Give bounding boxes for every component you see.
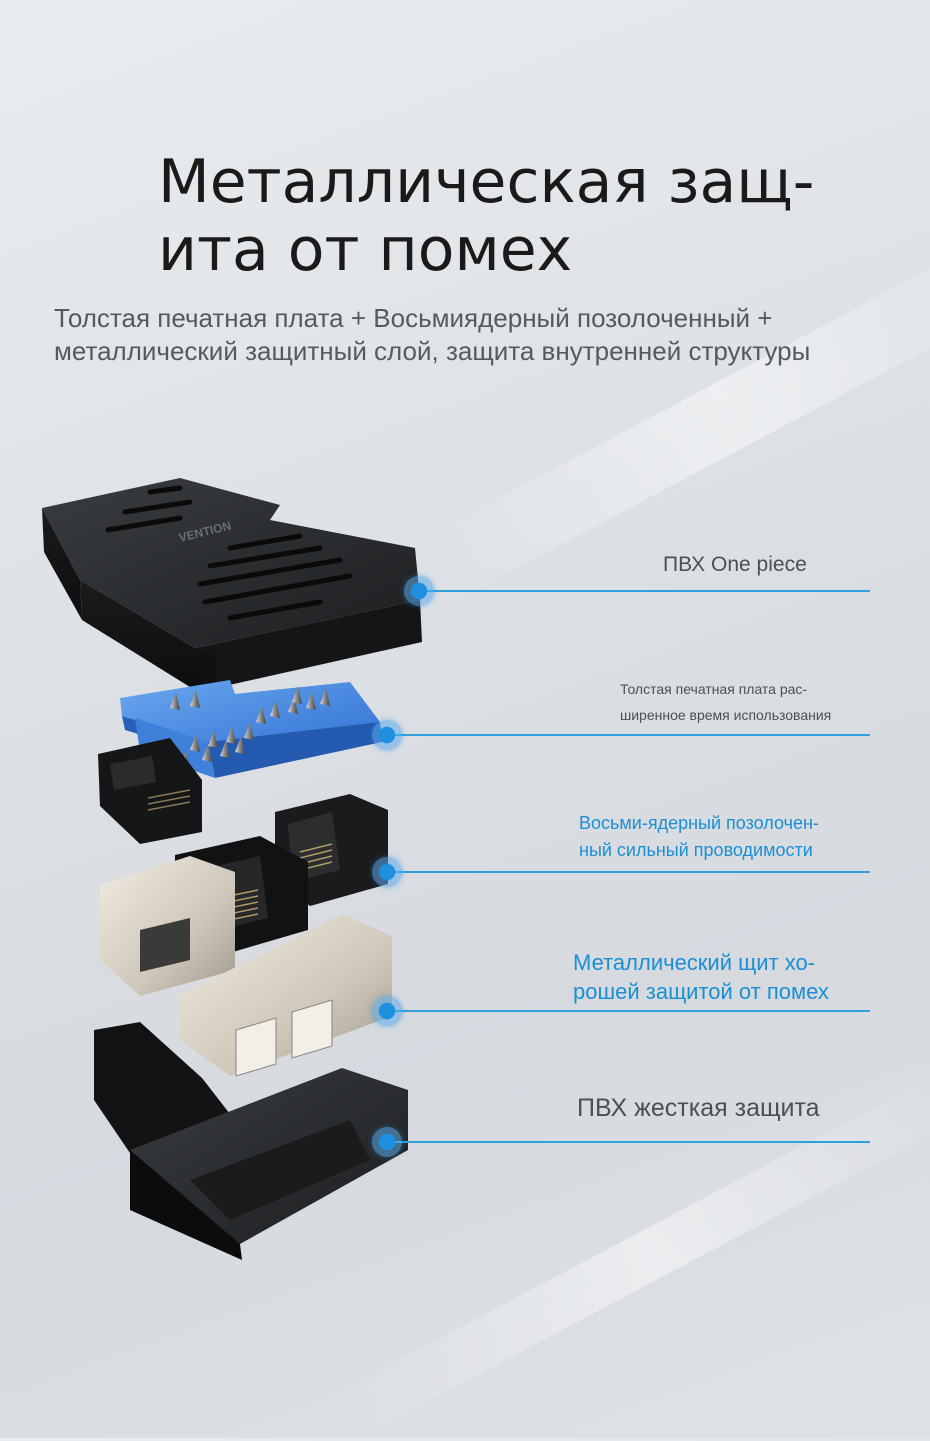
callout-line-pcb bbox=[388, 734, 870, 736]
callout-line-gold-pins bbox=[388, 871, 870, 873]
callout-label-metal-shield: Металлический щит хо- рошей защитой от п… bbox=[573, 950, 829, 1004]
page-subtitle: Толстая печатная плата + Восьмиядерный п… bbox=[54, 303, 811, 366]
callout-dot-icon bbox=[372, 720, 402, 750]
callout-dot-icon bbox=[372, 857, 402, 887]
callout-dot-icon bbox=[372, 1127, 402, 1157]
callout-line-pvc-one-piece bbox=[420, 590, 870, 592]
callout-line-metal-shield bbox=[388, 1010, 870, 1012]
callout-label-pcb: Толстая печатная плата рас- ширенное вре… bbox=[620, 681, 832, 723]
page-title: Металлическая защ- ита от помех bbox=[158, 147, 815, 285]
callout-dot-icon bbox=[372, 996, 402, 1026]
callout-label-pvc-one-piece: ПВХ One piece bbox=[663, 553, 807, 576]
callout-line-pvc-hard bbox=[388, 1141, 870, 1143]
callout-dot-icon bbox=[404, 576, 434, 606]
exploded-connector-illustration: VENTION bbox=[42, 478, 422, 1260]
metal-shields bbox=[100, 856, 392, 1077]
bottom-case bbox=[94, 1022, 408, 1260]
top-cover: VENTION bbox=[42, 478, 422, 716]
callout-label-gold-pins: Восьми-ядерный позолочен- ный сильный пр… bbox=[579, 813, 819, 860]
callout-label-pvc-hard: ПВХ жесткая защита bbox=[577, 1094, 820, 1122]
